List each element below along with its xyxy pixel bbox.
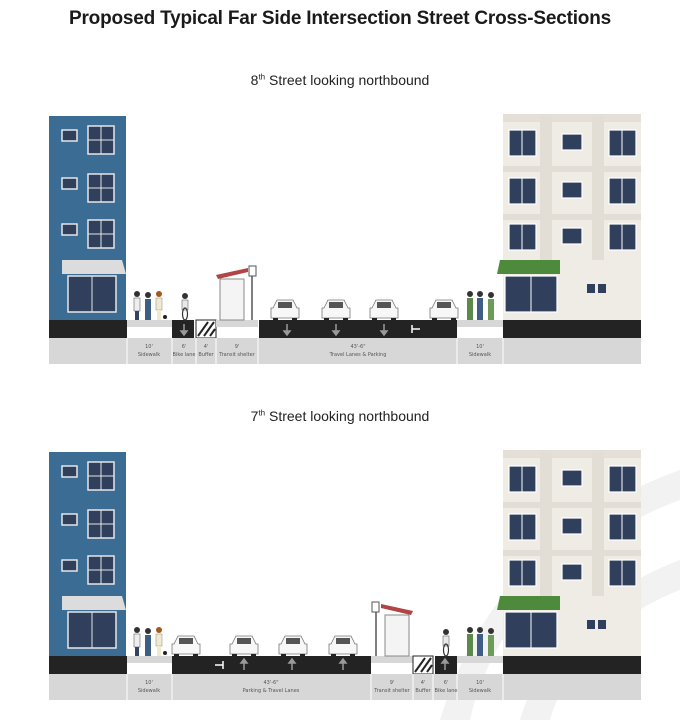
cars <box>171 635 358 657</box>
label-bike-dim: 6' <box>444 680 449 686</box>
label-travel: Parking & Travel Lanes <box>243 688 300 694</box>
label-travel-dim: 43'-6" <box>263 680 278 686</box>
label-left-sidewalk-dim: 10' <box>145 344 153 350</box>
dimension-labels: 10' Sidewalk 6' Bike lane 4' Buffer 9' T… <box>138 344 491 358</box>
dimension-labels: 10' Sidewalk 43'-6" Parking & Travel Lan… <box>138 680 491 694</box>
panel-2-street-suffix: th <box>258 408 266 418</box>
cars <box>270 299 459 321</box>
label-left-sidewalk: Sidewalk <box>138 352 160 358</box>
cross-section-8th-street: 10' Sidewalk 6' Bike lane 4' Buffer 9' T… <box>49 114 641 364</box>
label-shelter-dim: 9' <box>235 344 240 350</box>
label-shelter: Transit shelter <box>373 688 410 694</box>
left-building <box>49 116 126 320</box>
panel-1-heading: 8th Street looking northbound <box>0 72 680 88</box>
transit-shelter <box>371 601 413 657</box>
label-travel: Travel Lanes & Parking <box>329 352 387 358</box>
label-bike: Bike lane <box>435 688 458 694</box>
street-surface <box>49 319 641 364</box>
label-shelter: Transit shelter <box>218 352 255 358</box>
label-travel-dim: 43'-6" <box>350 344 365 350</box>
label-right-sidewalk-dim: 10' <box>476 344 484 350</box>
pedestrians-right <box>467 627 494 656</box>
panel-1-street-rest: Street looking northbound <box>265 72 430 88</box>
label-shelter-dim: 9' <box>390 680 395 686</box>
panel-1-street-suffix: th <box>258 72 266 82</box>
pedestrians-left <box>133 291 167 320</box>
label-right-sidewalk-dim: 10' <box>476 680 484 686</box>
label-right-sidewalk: Sidewalk <box>469 352 491 358</box>
label-left-sidewalk-dim: 10' <box>145 680 153 686</box>
label-buffer: Buffer <box>198 352 214 358</box>
label-buffer-dim: 4' <box>421 680 426 686</box>
label-right-sidewalk: Sidewalk <box>469 688 491 694</box>
label-buffer: Buffer <box>415 688 431 694</box>
panel-2-street-number: 7 <box>250 408 259 424</box>
right-building <box>497 114 641 320</box>
cross-section-7th-street: 10' Sidewalk 43'-6" Parking & Travel Lan… <box>49 450 641 700</box>
cyclist <box>181 293 189 321</box>
transit-shelter <box>216 265 257 321</box>
label-left-sidewalk: Sidewalk <box>138 688 160 694</box>
page-title: Proposed Typical Far Side Intersection S… <box>69 8 611 29</box>
pedestrians-right <box>467 291 494 320</box>
label-buffer-dim: 4' <box>204 344 209 350</box>
right-building <box>497 450 641 656</box>
panel-1-street-number: 8 <box>250 72 259 88</box>
pedestrians-left <box>133 627 167 656</box>
street-surface <box>49 655 641 700</box>
label-bike-dim: 6' <box>182 344 187 350</box>
left-building <box>49 452 126 656</box>
panel-2-heading: 7th Street looking northbound <box>0 408 680 424</box>
label-bike: Bike lane <box>173 352 196 358</box>
cyclist <box>442 629 450 657</box>
panel-2-street-rest: Street looking northbound <box>265 408 430 424</box>
